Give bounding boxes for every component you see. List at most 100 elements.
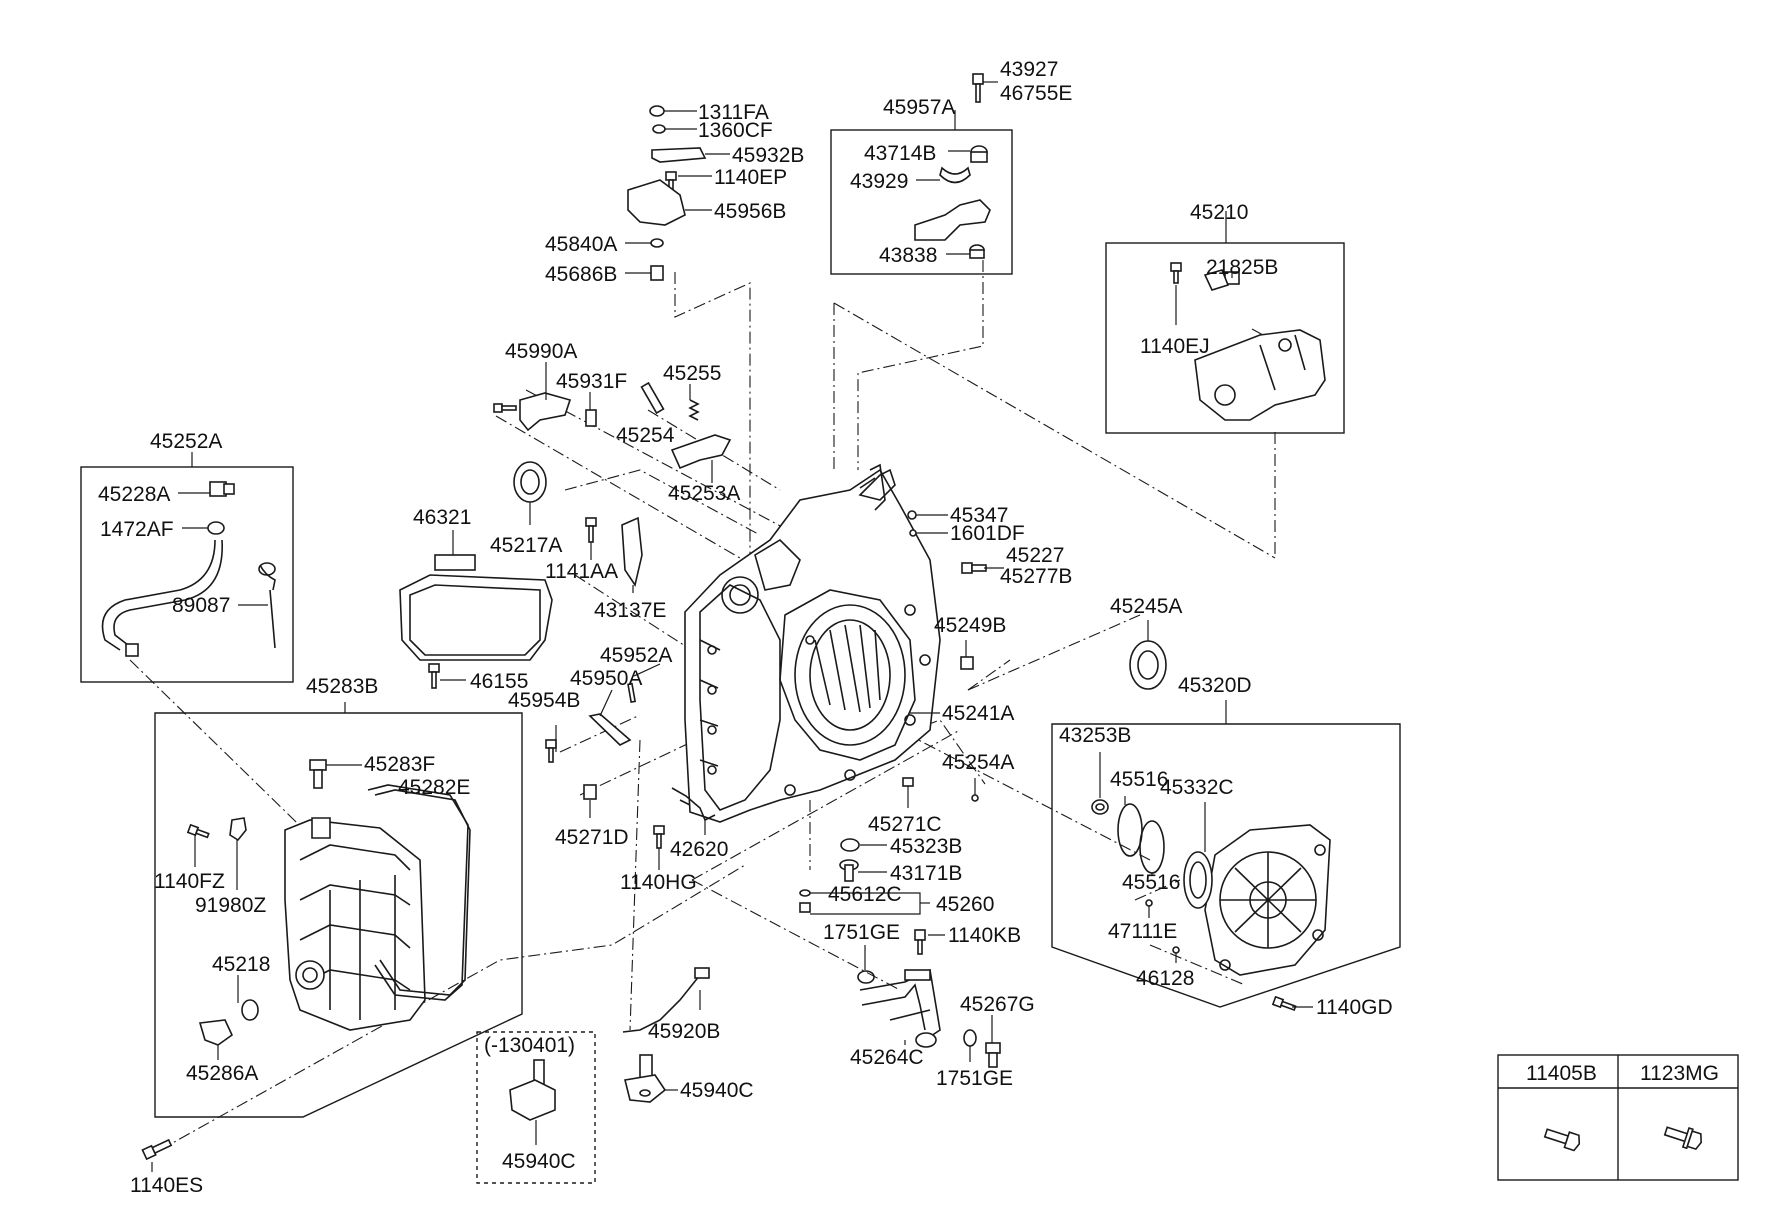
group-box-130401 [476,1031,596,1184]
label-46755E: 46755E [1000,82,1072,105]
sensor-plug-45920B [694,967,710,979]
leader-lines [151,81,1313,1172]
label-45241A: 45241A [942,702,1014,725]
washer-1360CF [652,124,666,134]
label-1751GE-upper: 1751GE [823,921,900,944]
label-45612C: 45612C [828,883,902,906]
label-45990A: 45990A [505,340,577,363]
bearing-45332C [1183,851,1213,909]
label-1140KB: 1140KB [948,924,1021,947]
bolt-46155 [428,663,440,689]
label-91980Z: 91980Z [195,894,266,917]
label-45286A: 45286A [186,1062,258,1085]
label-1311FA: 1311FA [698,101,769,124]
label-45920B: 45920B [648,1020,720,1043]
label-45227: 45227 [1006,544,1064,567]
bolt-1140FZ [186,823,210,839]
bushing-43253B [1091,799,1109,815]
label-43714B: 43714B [864,142,936,165]
lever-45932B [651,147,707,163]
label-1140EP: 1140EP [714,166,787,189]
oil-filter-46321 [399,554,553,661]
plug-45347 [907,510,917,520]
bolt-flange-icon [1663,1126,1703,1151]
bolt-1141AA [585,517,597,543]
clamp-45286A [198,1019,234,1046]
part-labels: 43927 46755E 45957A 43714B 43929 43838 1… [98,58,1719,1197]
label-47111E: 47111E [1108,920,1177,943]
label-21825B: 21825B [1206,256,1278,279]
sleeve-45686B [650,265,664,281]
label-1140HG: 1140HG [620,871,697,894]
label-1751GE-lower: 1751GE [936,1067,1013,1090]
label-45255: 45255 [663,362,721,385]
legend-table [1497,1054,1739,1181]
bushing-43714B [970,145,988,163]
bracket-89087 [258,562,276,649]
connector-45228A [209,481,235,497]
group-box-45252A [80,466,294,683]
label-45252A: 45252A [150,430,222,453]
label-45516-upper: 45516 [1110,768,1168,791]
label-45957A: 45957A [883,96,955,119]
bolt-1140GD [1271,995,1297,1012]
bolt-43927 [972,73,984,103]
group-box-45320D [1051,723,1401,1008]
washer-45323B [840,838,860,852]
clip-43929 [939,166,971,184]
pin-45952A [627,682,637,704]
label-43927: 43927 [1000,58,1058,81]
sensor-45940C-inset [509,1059,556,1121]
label-45245A: 45245A [1110,595,1182,618]
group-box-45210 [1105,242,1345,434]
plug-45249B [960,656,974,670]
bolt-1140KB [914,929,926,955]
pin-45254 [585,409,597,427]
bolt-1140ES [141,1138,173,1161]
label-43253B: 43253B [1059,724,1131,747]
bolt-icon [1543,1128,1581,1152]
nut-1311FA [649,105,665,117]
drain-plug-45283F [309,759,327,789]
label-45952A: 45952A [600,644,672,667]
clamp-1472AF [207,521,225,535]
bolt-1140EJ [1170,262,1182,284]
pin-45931F [640,381,665,415]
label-45320D: 45320D [1178,674,1252,697]
oil-pan-45283B [284,789,471,1031]
label-1141AA: 1141AA [545,560,618,583]
plug-45271D [583,784,597,800]
label-45940C: 45940C [680,1079,754,1102]
label-45218: 45218 [212,953,270,976]
label-43929: 43929 [850,170,908,193]
label-1140FZ: 1140FZ [154,870,225,893]
lever-45253A [670,434,732,470]
label-45254: 45254 [616,424,675,447]
label-45932B: 45932B [732,144,804,167]
pipe-45264C [859,968,941,1048]
label-46321: 46321 [413,506,471,529]
sensor-45920B [622,974,701,1033]
bushing-43838 [969,244,985,259]
group-box-45283B [154,712,523,1118]
rod-45950A [588,713,632,746]
switch-45956B [627,179,686,226]
bracket-45990A [519,392,572,432]
label-130401: (-130401) [484,1034,575,1057]
label-45271C: 45271C [868,813,942,836]
bracket-42620 [671,787,716,822]
label-45686B: 45686B [545,263,617,286]
label-45260: 45260 [936,893,994,916]
sensor-91980Z [229,817,247,842]
label-1140EJ: 1140EJ [1140,335,1210,358]
label-43838: 43838 [879,244,937,267]
guide-43137E [621,516,643,587]
label-45954B: 45954B [508,689,580,712]
plug-43171B [839,859,859,882]
seal-45217A [513,461,547,503]
label-1601DF: 1601DF [950,522,1025,545]
label-45283F: 45283F [364,753,435,776]
bolt-1140HG [653,825,665,849]
seal-1751GE-upper [857,970,875,984]
